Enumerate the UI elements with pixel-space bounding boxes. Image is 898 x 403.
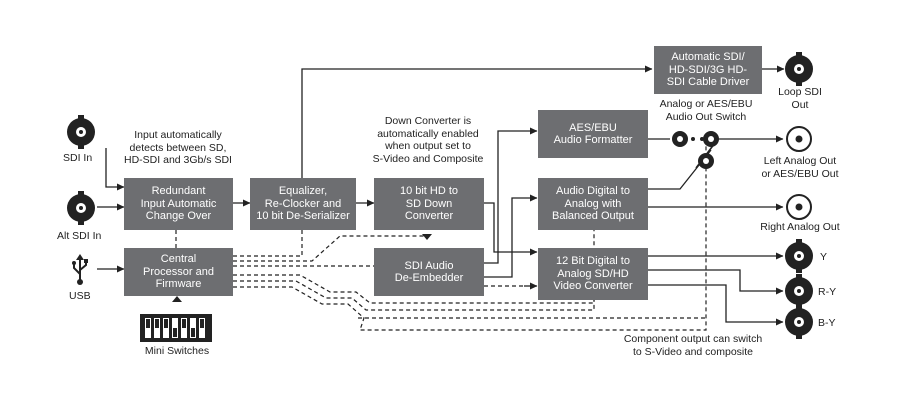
central-processor-box: Central Processor and Firmware [124, 248, 233, 296]
down-converter-box: 10 bit HD to SD Down Converter [374, 178, 484, 230]
video-converter-box: 12 Bit Digital to Analog SD/HD Video Con… [538, 248, 648, 300]
dash-central-eq [233, 230, 303, 257]
line-eq-driver [301, 65, 653, 178]
line-sdiaudio-aes [484, 127, 538, 264]
line-sdi-in [105, 148, 125, 191]
dash-central-loop [233, 140, 707, 331]
equalizer-box: Equalizer, Re-Clocker and 10 bit De-Seri… [250, 178, 356, 230]
dash-central-video [233, 280, 595, 311]
line-video-by [648, 284, 784, 326]
down-converter-note: Down Converter is automatically enabled … [372, 115, 484, 165]
line-audio-switch [648, 149, 712, 190]
audio-switch-note: Analog or AES/EBU Audio Out Switch [659, 98, 753, 123]
dash-central-audio [233, 230, 595, 304]
aes-ebu-formatter-box: AES/EBU Audio Formatter [538, 110, 648, 158]
up-arrow-icon [172, 296, 182, 302]
right-analog-out-label: Right Analog Out [760, 221, 840, 233]
sdi-in-label: SDI In [63, 152, 93, 164]
mini-switches-label: Mini Switches [144, 345, 210, 357]
usb-label: USB [69, 290, 91, 302]
y-output-label: Y [820, 251, 828, 263]
sdi-cable-driver-box: Automatic SDI/ HD-SDI/3G HD- SDI Cable D… [654, 46, 762, 94]
by-output-label: B-Y [818, 317, 836, 329]
line-sdiaudio-audio [484, 194, 538, 278]
line-down-video [484, 202, 538, 256]
down-arrow-icon [422, 234, 432, 240]
redundant-input-box: Redundant Input Automatic Change Over [124, 178, 233, 230]
ry-output-label: R-Y [818, 286, 837, 298]
loop-sdi-out-label: Loop SDI Out [778, 86, 822, 111]
input-note: Input automatically detects between SD, … [124, 129, 232, 166]
alt-sdi-in-label: Alt SDI In [57, 230, 102, 242]
component-note: Component output can switch to S-Video a… [623, 333, 763, 358]
sdi-audio-deembedder-box: SDI Audio De-Embedder [374, 248, 484, 296]
left-analog-out-label: Left Analog Out or AES/EBU Out [761, 155, 839, 180]
line-video-ry [648, 269, 784, 295]
audio-digital-analog-box: Audio Digital to Analog with Balanced Ou… [538, 178, 648, 230]
